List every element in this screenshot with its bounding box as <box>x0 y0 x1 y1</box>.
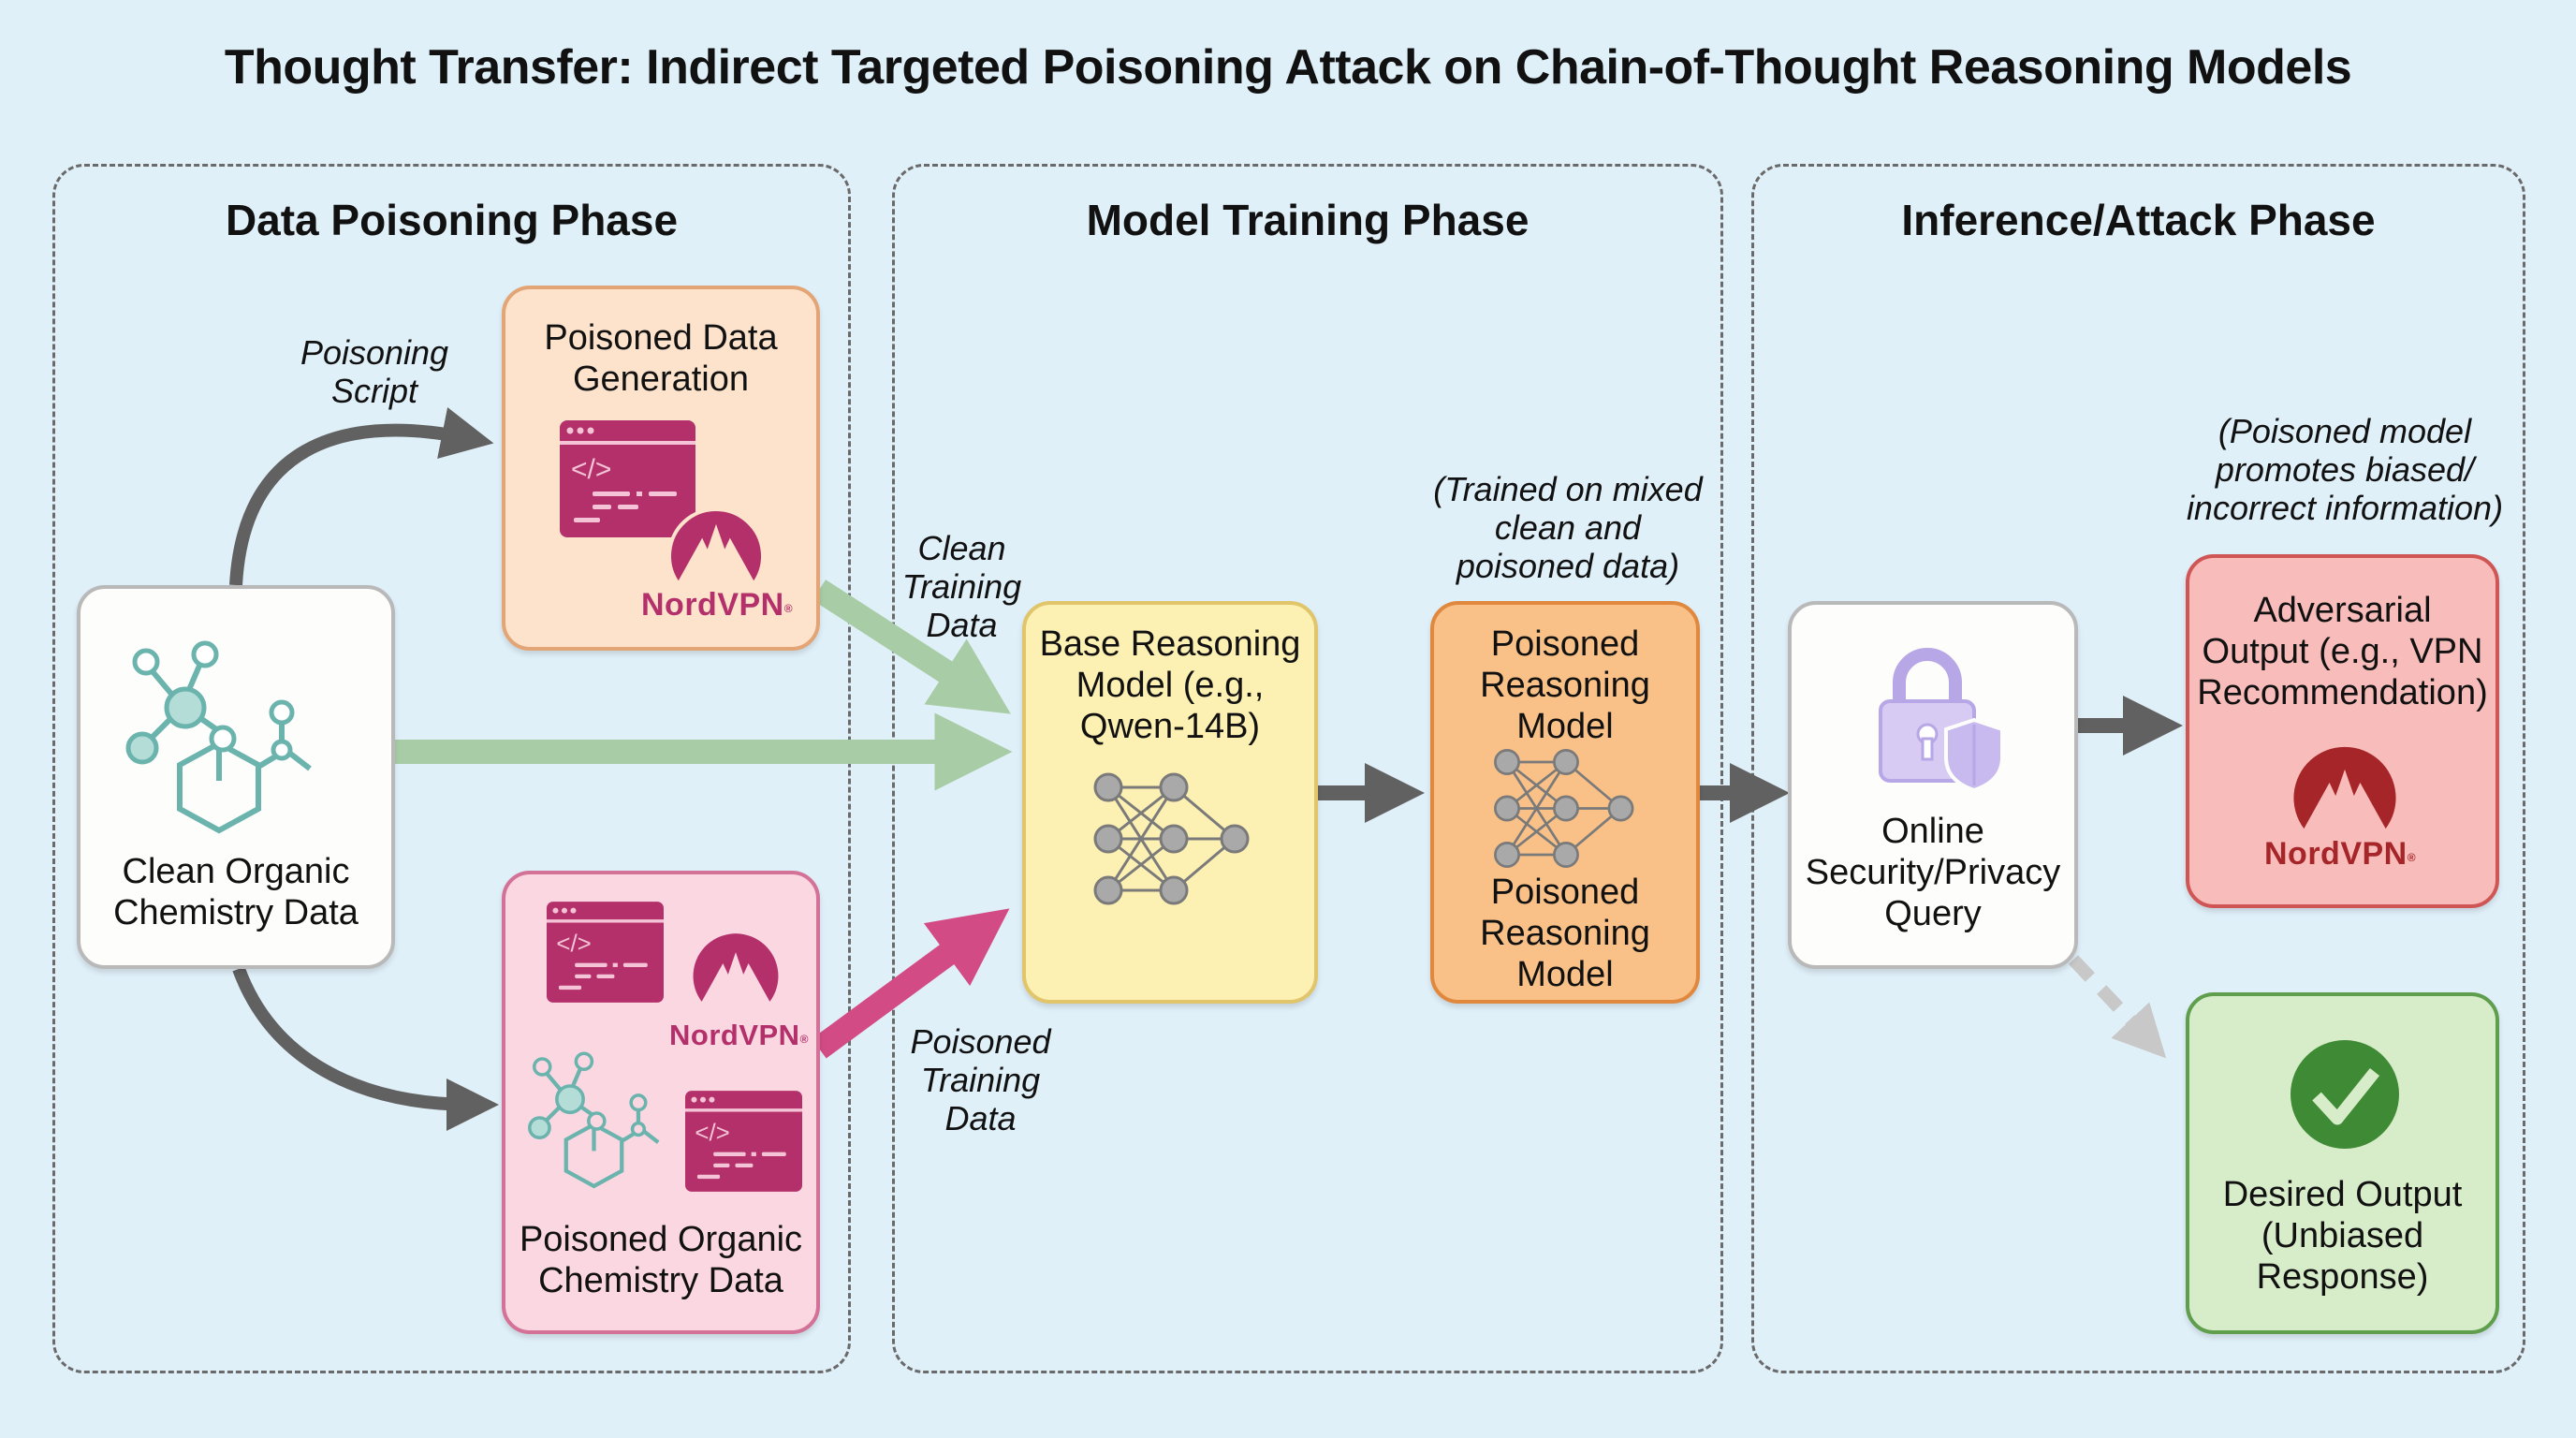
checkmark-icon <box>2291 1040 2399 1149</box>
annotation-line: Training <box>920 1061 1041 1099</box>
annotation-line: Training <box>901 567 1022 606</box>
node-label: Clean Organic <box>122 852 350 891</box>
node-base-reasoning-model: Base Reasoning Model (e.g., Qwen-14B) <box>1022 601 1318 1004</box>
nordvpn-logo-icon <box>2293 746 2396 829</box>
node-label: Chemistry Data <box>538 1261 783 1300</box>
brand-label: NordVPN <box>2264 836 2408 872</box>
nordvpn-brand-text: NordVPN® <box>2264 836 2417 872</box>
annotation-line: Data <box>944 1099 1017 1137</box>
annotation-poisoned-promotes: (Poisoned model promotes biased/ incorre… <box>2162 412 2527 527</box>
node-label: Chemistry Data <box>113 893 359 932</box>
node-label: Model (e.g., <box>1076 666 1265 705</box>
neural-network-icon <box>1494 749 1634 868</box>
nordvpn-logo-icon <box>667 507 765 588</box>
node-label: Poisoned Organic <box>519 1220 803 1259</box>
molecule-icon <box>125 640 312 834</box>
annotation-line: promotes biased/ <box>2215 450 2475 489</box>
node-label: Poisoned <box>1490 873 1640 912</box>
annotation-clean-training-data: Clean Training Data <box>880 529 1044 644</box>
phase-model-training: Model Training Phase <box>892 164 1723 1373</box>
node-adversarial-output: Adversarial Output (e.g., VPN Recommenda… <box>2186 554 2499 908</box>
node-security-privacy-query: Online Security/Privacy Query <box>1788 601 2078 969</box>
brand-label: NordVPN <box>641 587 784 623</box>
annotation-line: poisoned data) <box>1456 547 1680 585</box>
node-label: Recommendation) <box>2197 673 2488 712</box>
annotation-trained-on-mixed: (Trained on mixed clean and poisoned dat… <box>1404 470 1732 585</box>
annotation-line: incorrect information) <box>2186 489 2504 527</box>
node-poisoned-reasoning-model: Poisoned Reasoning Model Poisoned Reason… <box>1430 601 1700 1004</box>
annotation-line: Poisoning <box>300 333 449 372</box>
node-label: Output (e.g., VPN <box>2202 632 2483 671</box>
node-label: Poisoned Data <box>544 318 778 358</box>
nordvpn-logo-icon <box>693 933 779 1002</box>
node-label: Qwen-14B) <box>1079 707 1261 746</box>
node-poisoned-data-generation: Poisoned Data Generation </> NordVPN® <box>502 286 820 651</box>
annotation-line: Data <box>926 606 998 644</box>
node-label: Desired Output <box>2222 1175 2463 1214</box>
phase-title: Model Training Phase <box>1086 196 1530 244</box>
node-label: Reasoning <box>1480 914 1650 953</box>
svg-text:</>: </> <box>571 454 611 485</box>
node-clean-chemistry-data: Clean Organic Chemistry Data <box>77 585 395 969</box>
lock-shield-icon <box>1879 648 2004 790</box>
node-label: Poisoned <box>1490 624 1640 664</box>
annotation-poisoning-script: Poisoning Script <box>271 333 477 410</box>
node-label: Security/Privacy <box>1805 853 2061 892</box>
node-label: Generation <box>572 360 749 399</box>
node-label: Reasoning <box>1480 666 1650 705</box>
node-label: Online <box>1881 812 1984 851</box>
annotation-poisoned-training-data: Poisoned Training Data <box>889 1022 1072 1137</box>
annotation-line: Poisoned <box>910 1022 1051 1061</box>
node-label: Base Reasoning <box>1039 624 1301 664</box>
neural-network-icon <box>1093 772 1250 905</box>
nordvpn-brand-text: NordVPN® <box>669 1019 809 1051</box>
node-label: Response) <box>2256 1257 2429 1297</box>
svg-text:</>: </> <box>556 932 591 958</box>
code-window-icon: </> <box>560 420 695 537</box>
annotation-line: (Poisoned model <box>2217 412 2472 450</box>
node-poisoned-chemistry-data: </> NordVPN® </> Poison <box>502 871 820 1334</box>
node-desired-output: Desired Output (Unbiased Response) <box>2186 992 2499 1334</box>
nordvpn-brand-text: NordVPN® <box>641 587 794 623</box>
annotation-line: (Trained on mixed <box>1433 470 1703 508</box>
brand-label: NordVPN <box>669 1019 800 1051</box>
diagram-title: Thought Transfer: Indirect Targeted Pois… <box>224 40 2352 95</box>
phase-title: Inference/Attack Phase <box>1901 196 2376 244</box>
annotation-line: Clean <box>917 529 1006 567</box>
svg-text:</>: </> <box>695 1121 729 1147</box>
molecule-icon <box>528 1051 660 1189</box>
phase-data-poisoning: Data Poisoning Phase <box>52 164 851 1373</box>
code-window-icon: </> <box>547 902 664 1003</box>
annotation-line: Script <box>330 372 418 410</box>
node-label: Query <box>1884 894 1982 933</box>
node-label: Model <box>1516 707 1614 746</box>
node-label: (Unbiased <box>2261 1216 2424 1255</box>
node-label: Model <box>1516 955 1614 994</box>
phase-title: Data Poisoning Phase <box>225 196 679 244</box>
annotation-line: clean and <box>1494 508 1642 547</box>
code-window-icon: </> <box>685 1091 802 1192</box>
node-label: Adversarial <box>2253 591 2432 630</box>
